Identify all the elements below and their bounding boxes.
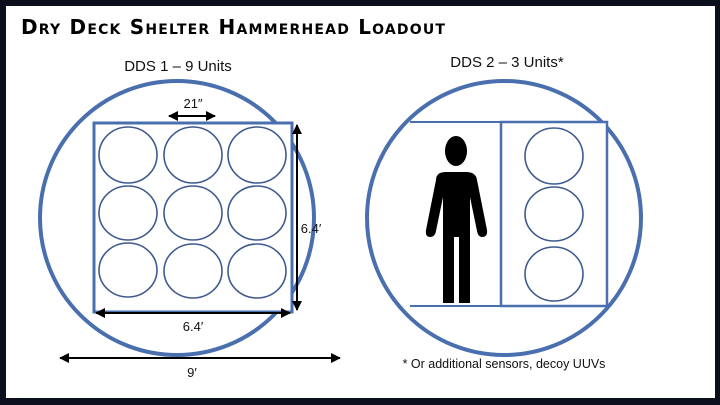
page-title: Dry Deck Shelter Hammerhead Loadout	[21, 15, 447, 39]
dds1-diagram	[38, 79, 341, 363]
unit-circle	[98, 242, 158, 298]
dds2-unit-column	[524, 127, 584, 302]
unit-circle	[524, 186, 584, 242]
dds2-diagram	[365, 79, 643, 357]
unit-circle	[98, 126, 158, 184]
rack-width-label: 6.4′	[182, 319, 204, 334]
unit-circle	[524, 127, 584, 185]
unit-circle	[227, 185, 287, 241]
dds1-heading: DDS 1 – 9 Units	[124, 58, 232, 75]
dds2-heading: DDS 2 – 3 Units*	[450, 54, 564, 71]
rack-height-label: 6.4′	[300, 221, 322, 236]
unit-circle	[524, 246, 584, 302]
shelter-diameter-label: 9′	[187, 365, 197, 380]
dds2-shelter-outline	[365, 79, 643, 357]
unit-circle	[163, 126, 223, 184]
dds1-unit-grid	[98, 126, 287, 299]
person-icon	[425, 136, 488, 303]
unit-circle	[227, 243, 287, 299]
unit-width-label: 21″	[183, 96, 203, 111]
footnote: * Or additional sensors, decoy UUVs	[402, 357, 606, 371]
unit-circle	[98, 185, 158, 241]
unit-circle	[163, 185, 223, 241]
unit-circle	[227, 126, 287, 184]
dds2-rack	[499, 120, 609, 308]
unit-circle	[163, 243, 223, 299]
dds1-rack	[92, 121, 294, 314]
